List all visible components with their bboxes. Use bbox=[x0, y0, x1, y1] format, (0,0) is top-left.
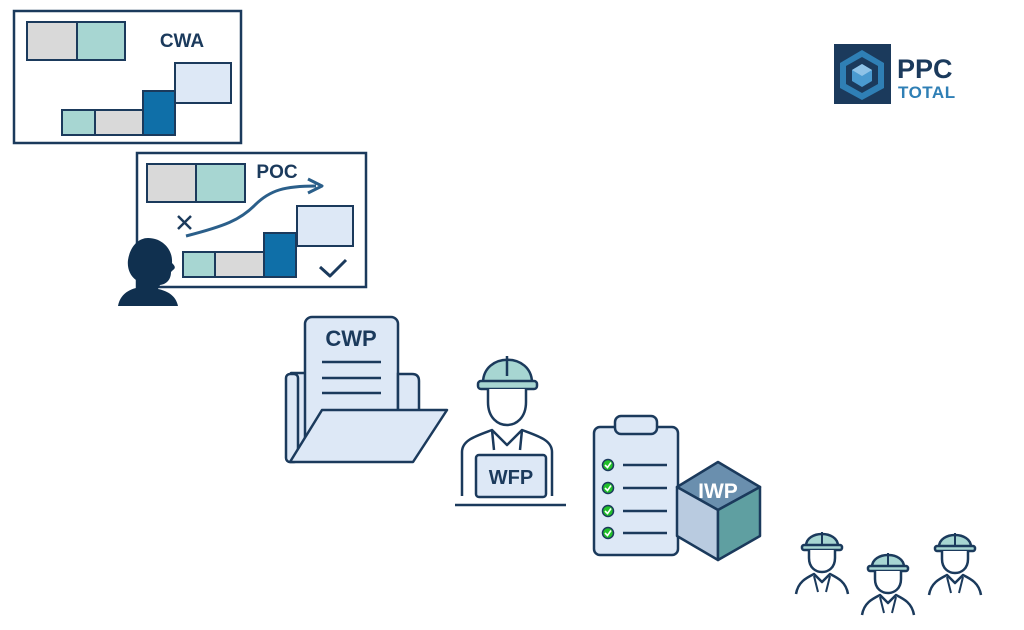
cwa-panel: CWA bbox=[12, 9, 243, 145]
iwp-clipboard-icon bbox=[592, 414, 680, 557]
brand-name-line2: TOTAL bbox=[898, 83, 956, 102]
poc-panel: POC bbox=[135, 151, 368, 289]
cwp-folder-icon: CWP bbox=[284, 315, 449, 464]
worker-crew-icon bbox=[794, 530, 983, 617]
ppc-total-logo: PPC TOTAL bbox=[834, 44, 956, 104]
wfp-label: WFP bbox=[489, 467, 533, 489]
cwp-label: CWP bbox=[325, 326, 376, 351]
cross-mark-icon bbox=[177, 215, 192, 230]
check-mark-icon bbox=[318, 258, 348, 278]
iwp-label: IWP bbox=[698, 480, 738, 503]
poc-label: POC bbox=[256, 162, 297, 183]
iwp-cube-icon: IWP bbox=[675, 460, 762, 562]
hexagon-cube-logo-icon bbox=[834, 44, 891, 104]
person-silhouette-icon bbox=[118, 238, 178, 306]
cwa-label: CWA bbox=[160, 31, 205, 52]
wfp-worker-icon: WFP bbox=[455, 356, 566, 507]
brand-name-line1: PPC bbox=[897, 54, 953, 84]
